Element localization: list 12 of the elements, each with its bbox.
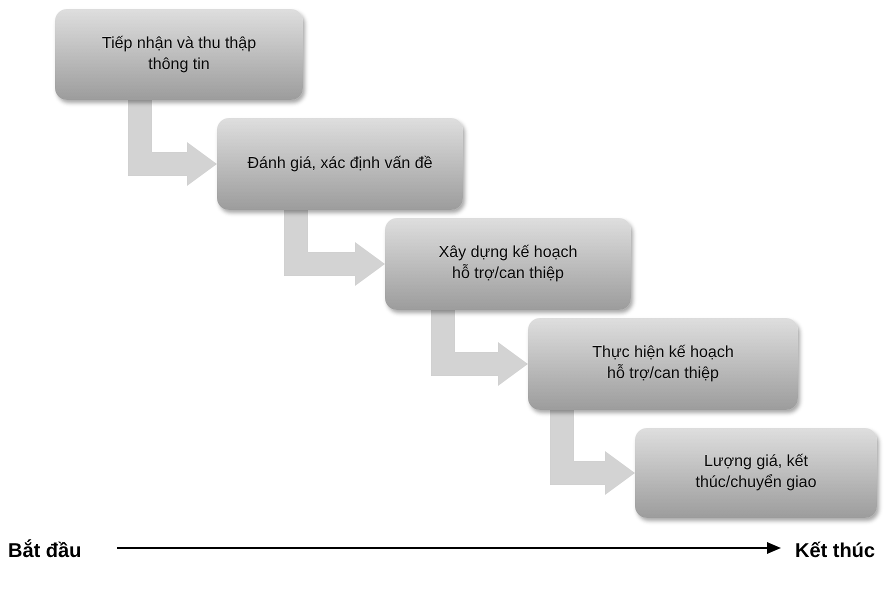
process-box: Đánh giá, xác định vấn đề: [217, 118, 463, 210]
timeline-label: Kết thúc: [795, 540, 875, 563]
timeline-label: Bắt đầu: [8, 540, 82, 563]
block-arrow: [128, 100, 217, 186]
block-arrow: [550, 410, 635, 495]
block-arrow: [284, 210, 385, 286]
timeline-arrow: [117, 542, 781, 554]
process-box: Xây dựng kế hoạch hỗ trợ/can thiệp: [385, 218, 631, 310]
process-box: Thực hiện kế hoạch hỗ trợ/can thiệp: [528, 318, 798, 410]
block-arrow: [431, 310, 528, 386]
process-box: Tiếp nhận và thu thập thông tin: [55, 9, 303, 100]
process-box: Lượng giá, kết thúc/chuyển giao: [635, 428, 877, 518]
